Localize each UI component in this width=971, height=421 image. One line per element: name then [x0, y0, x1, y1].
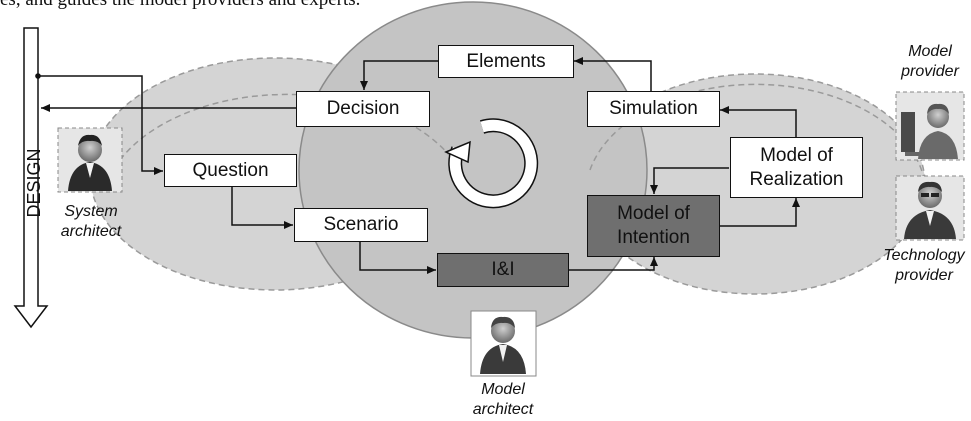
system-architect-figure: [57, 127, 123, 193]
system-architect-label: System architect: [60, 203, 122, 240]
caption-text: es, and guides the model providers and e…: [0, 0, 971, 11]
model-provider-figure: [895, 91, 965, 161]
question-box: Question: [164, 154, 297, 187]
cycle-arrow-icon: [444, 118, 539, 209]
design-label: DESIGN: [23, 148, 44, 218]
elements-box: Elements: [438, 45, 574, 78]
decision-box: Decision: [296, 91, 430, 127]
model-architect-figure: [470, 310, 537, 377]
connectors: [38, 57, 800, 274]
model-provider-label: Model provider: [901, 43, 959, 80]
model-of-intention-box: Model of Intention: [587, 195, 720, 257]
scenario-box: Scenario: [294, 208, 428, 242]
simulation-box: Simulation: [587, 91, 720, 127]
model-architect-label: Model architect: [472, 381, 534, 418]
technology-provider-figure: [895, 175, 965, 241]
technology-provider-label: Technology provider: [883, 247, 965, 284]
i-and-i-box: I&I: [437, 253, 569, 287]
model-of-realization-box: Model of Realization: [730, 137, 863, 198]
